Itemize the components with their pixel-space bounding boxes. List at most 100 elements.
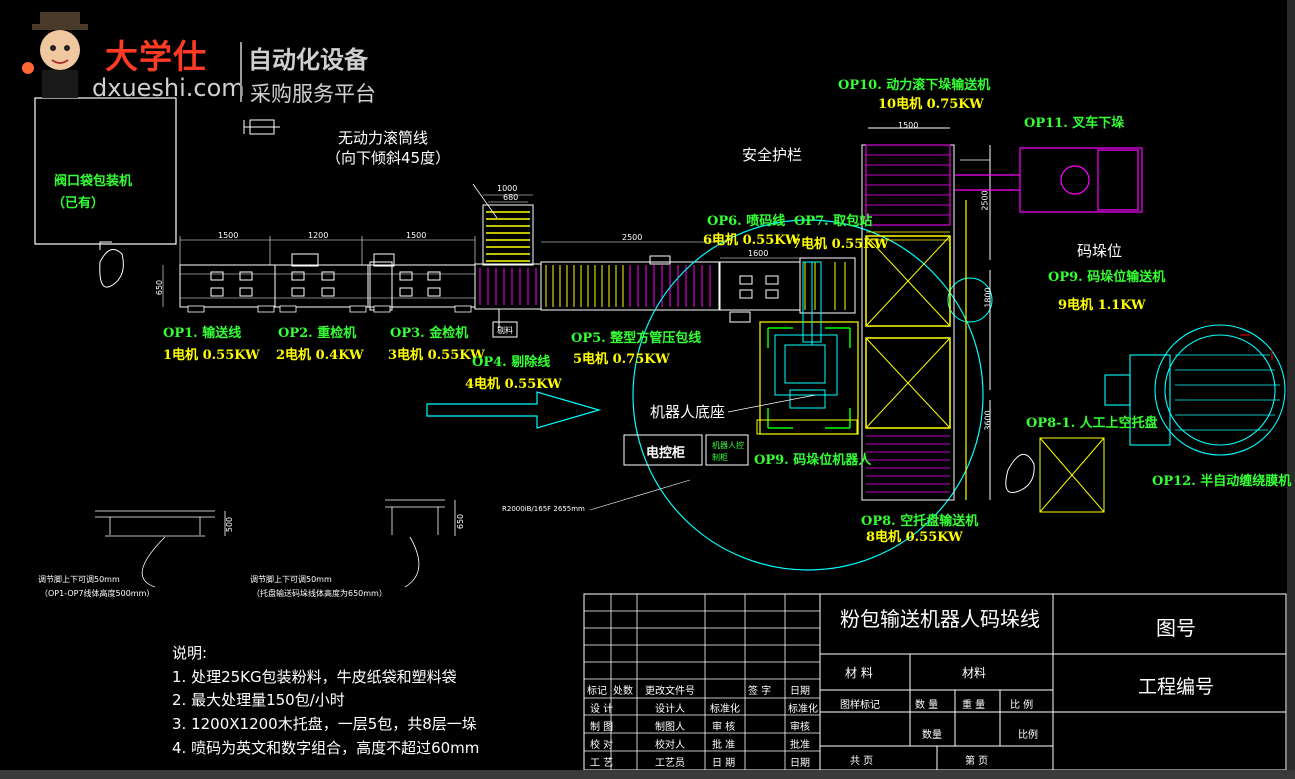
stage-mark-label: 图样标记 [840,700,880,711]
palletize-position-label: 码垛位 [1077,242,1123,260]
site-logo: 大学仕 dxueshi.com 自动化设备 采购服务平台 [10,8,410,108]
scale-value: 比例 [1018,730,1038,741]
leg-note-right-1: 调节脚上下可调50mm [250,575,332,584]
tb-review-value: 审核 [790,722,810,733]
op9-name: OP9. 码垛位输送机 [1048,270,1166,285]
tb-date-value: 日期 [790,758,810,769]
leg-note-left-1: 调节脚上下可调50mm [38,575,120,584]
scale-label: 比 例 [1010,700,1034,711]
drawing-number-label: 图号 [1156,616,1196,640]
op7-motor: 7电机 0.55KW [792,237,889,252]
quantity-label: 数 量 [915,700,939,711]
leg-note-right-2: （托盘输送码垛线体高度为650mm） [252,589,387,598]
material-value: 材料 [962,666,987,680]
page-number: 第 页 [965,756,989,767]
op6-motor: 6电机 0.55KW [703,233,800,248]
total-pages: 共 页 [850,756,874,767]
op1-name: OP1. 输送线 [163,326,242,341]
op9-motor: 9电机 1.1KW [1058,298,1146,313]
tb-designer: 设计人 [655,704,685,715]
op10-name: OP10. 动力滚下垛输送机 [838,78,991,93]
robot-base-label: 机器人底座 [650,403,726,421]
op3-motor: 3电机 0.55KW [388,348,485,363]
dim-2500: 2500 [622,233,643,242]
dim-1200: 1200 [308,231,329,240]
roller-note-1: 无动力滚筒线 [338,129,429,147]
op8-name: OP8. 空托盘输送机 [861,514,979,529]
window-right-strip [1287,0,1295,770]
logo-divider [240,42,242,102]
dim-1000: 1000 [497,184,518,193]
logo-tagline-2: 采购服务平台 [250,82,376,106]
note-item-1: 1. 处理25KG包装粉料，牛皮纸袋和塑料袋 [172,668,457,686]
weight-label: 重 量 [962,700,986,711]
tb-header-change: 更改文件号 [645,686,695,697]
drawing-title: 粉包输送机器人码垛线 [840,607,1040,631]
bagger-note: （已有） [52,196,105,211]
op1-motor: 1电机 0.55KW [163,348,260,363]
op4-name: OP4. 剔除线 [472,355,551,370]
op8-motor: 8电机 0.55KW [866,530,963,545]
tb-header-count: 处数 [613,686,633,697]
roller-note-2: （向下倾斜45度） [326,149,451,167]
logo-brand: 大学仕 [105,37,207,76]
dim-1500-b: 1500 [406,231,427,240]
tb-approve-value: 批准 [790,740,810,751]
note-item-2: 2. 最大处理量150包/小时 [172,691,345,709]
notes-title: 说明: [172,644,208,662]
note-item-3: 3. 1200X1200木托盘，一层5包，共8层一垛 [172,715,477,733]
tb-drafter: 制图人 [655,722,685,733]
tb-date: 日 期 [712,758,736,769]
tb-standard: 标准化 [710,704,740,715]
leg-note-left-2: （OP1-OP7线体高度500mm） [40,589,155,598]
tb-approve: 批 准 [712,740,736,751]
quantity-value: 数量 [922,730,942,741]
dim-650: 650 [155,279,165,296]
window-bottom-strip [0,770,1295,779]
reject-sign-label: 剔料 [497,326,513,335]
op5-name: OP5. 整型方管压包线 [571,331,702,346]
tb-design: 设 计 [590,704,614,715]
op4-motor: 4电机 0.55KW [465,377,562,392]
op6-name: OP6. 喷码线 [707,214,786,229]
tb-process: 工 艺 [590,758,614,769]
robot-cabinet-label-2: 制柜 [712,453,728,462]
robot-cabinet-label-1: 机器人控 [712,441,744,450]
op12-name: OP12. 半自动缠绕膜机 [1152,474,1292,489]
dim-500: 500 [225,516,235,533]
mascot-icon [22,12,88,98]
tb-check: 校 对 [590,740,614,751]
material-label: 材 料 [845,666,873,680]
logo-domain: dxueshi.com [92,74,245,102]
op9-robot-name: OP9. 码垛位机器人 [754,453,872,468]
project-number-label: 工程编号 [1138,676,1215,698]
tb-header-mark: 标记 [587,686,607,697]
note-item-4: 4. 喷码为英文和数字组合，高度不超过60mm [172,739,480,757]
tb-checker: 校对人 [655,740,685,751]
op5-motor: 5电机 0.75KW [573,352,670,367]
control-cabinet-label: 电控柜 [646,446,686,461]
logo-tagline-1: 自动化设备 [248,46,368,74]
tb-header-sign: 签 字 [748,686,772,697]
op2-name: OP2. 重检机 [278,326,357,341]
dim-2500-v: 2500 [980,190,990,211]
tb-process-engineer: 工艺员 [655,758,685,769]
guardrail-label: 安全护栏 [742,146,803,164]
robot-model-label: R2000iB/165F 2655mm [502,505,585,513]
dim-680: 680 [503,193,519,202]
tb-review: 审 核 [712,722,736,733]
op7-name: OP7. 取包站 [794,214,873,229]
dim-650-b: 650 [456,513,466,530]
op3-name: OP3. 金检机 [390,326,469,341]
tb-standard-value: 标准化 [788,704,818,715]
dim-1800: 1800 [983,287,993,308]
dim-1600: 1600 [748,249,769,258]
bagger-label: 阀口袋包装机 [54,174,133,189]
op11-name: OP11. 叉车下垛 [1024,116,1125,131]
op10-motor: 10电机 0.75KW [878,97,984,112]
dim-3600: 3600 [983,410,993,431]
op8-1-name: OP8-1. 人工上空托盘 [1026,416,1158,431]
dim-1500-c: 1500 [898,121,919,130]
